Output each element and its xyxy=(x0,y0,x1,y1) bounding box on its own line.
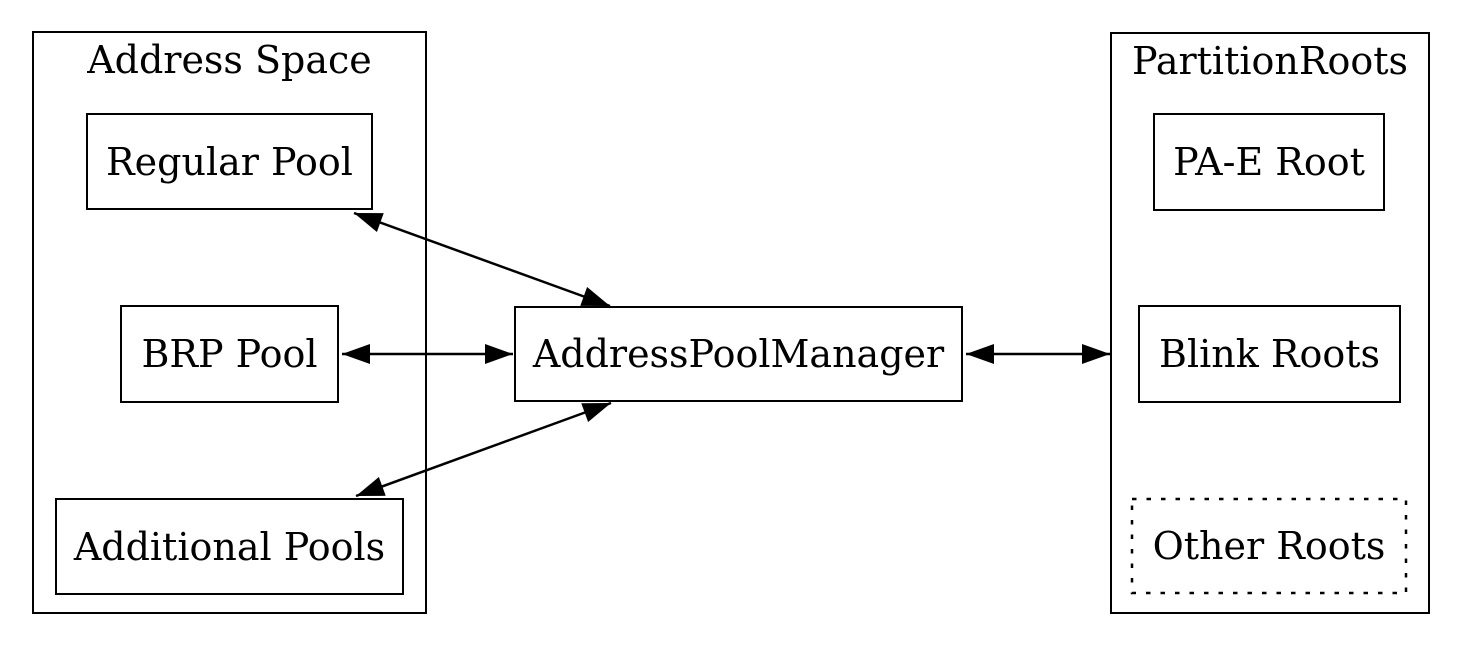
node-brp-pool-label: BRP Pool xyxy=(141,332,318,376)
cluster-partition-roots: PartitionRoots xyxy=(1110,32,1430,614)
node-regular-pool-label: Regular Pool xyxy=(106,139,353,184)
node-blink-roots-label: Blink Roots xyxy=(1159,332,1380,376)
node-blink-roots: Blink Roots xyxy=(1138,305,1401,403)
cluster-address-space: Address Space xyxy=(32,31,427,614)
node-pa-e-root: PA-E Root xyxy=(1153,113,1385,211)
node-regular-pool: Regular Pool xyxy=(86,113,373,210)
cluster-address-space-label: Address Space xyxy=(87,38,372,82)
node-additional-pools-label: Additional Pools xyxy=(73,524,386,569)
node-other-roots-label: Other Roots xyxy=(1152,524,1386,568)
node-address-pool-manager-label: AddressPoolManager xyxy=(532,332,945,376)
node-additional-pools: Additional Pools xyxy=(55,498,404,595)
cluster-partition-roots-label: PartitionRoots xyxy=(1131,39,1409,83)
node-address-pool-manager: AddressPoolManager xyxy=(514,306,963,402)
node-pa-e-root-label: PA-E Root xyxy=(1173,140,1365,184)
node-brp-pool: BRP Pool xyxy=(120,305,339,403)
node-other-roots: Other Roots xyxy=(1131,498,1407,594)
